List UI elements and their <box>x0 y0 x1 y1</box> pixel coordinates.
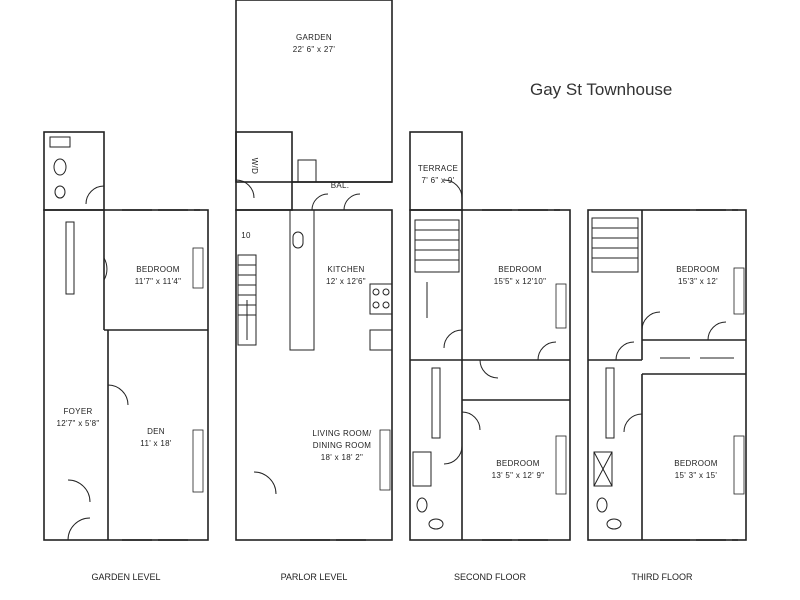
sink-icon <box>54 185 66 199</box>
stairs-icon <box>414 219 460 273</box>
kitchen-dims: 12' x 12'6" <box>326 277 366 286</box>
bathtub-icon <box>412 451 432 487</box>
fireplace-icon <box>555 283 567 329</box>
third-bedroom-front-name: BEDROOM <box>674 459 717 468</box>
closet-rod-icon <box>605 367 615 439</box>
terrace-name: TERRACE <box>418 164 458 173</box>
parlor-level-label: PARLOR LEVEL <box>281 572 348 582</box>
fireplace-icon <box>379 429 391 491</box>
sink-icon <box>292 231 304 249</box>
garden-bedroom-dims: 11'7" x 11'4" <box>135 277 182 286</box>
door-swing-icon <box>85 185 105 205</box>
door-swing-icon <box>103 257 108 281</box>
skylight-icon <box>49 136 71 148</box>
second-floor-label: SECOND FLOOR <box>454 572 527 582</box>
door-swing-icon <box>623 413 643 433</box>
bal-label: BAL. <box>331 181 350 190</box>
second-bedroom-front-dims: 13' 5" x 12' 9" <box>492 471 545 480</box>
living-dining-name: LIVING ROOM/ <box>312 429 372 438</box>
foyer-dims: 12'7" x 5'8" <box>56 419 99 428</box>
foyer-name: FOYER <box>63 407 92 416</box>
second-bedroom-front-name: BEDROOM <box>496 459 539 468</box>
kitchen-counter <box>289 209 315 351</box>
closet-rod-icon <box>431 367 441 439</box>
door-swing-icon <box>443 179 463 199</box>
door-swing-icon <box>253 471 277 495</box>
parlor-level-plan: GARDEN 22' 6" x 27' W/D BAL. 10 KITCHEN … <box>235 0 393 582</box>
door-swing-icon <box>707 321 727 341</box>
stairs-icon <box>591 217 639 273</box>
closet-rod-icon <box>65 221 75 295</box>
door-swing-icon <box>479 359 499 379</box>
door-swing-icon <box>461 411 481 431</box>
terrace-dims: 7' 6" x 9' <box>422 176 455 185</box>
fireplace-icon <box>192 247 204 289</box>
door-swing-icon <box>107 384 129 406</box>
third-floor-plan: BEDROOM 15'3" x 12' BEDROOM 15' 3" x 15'… <box>587 209 747 582</box>
second-bedroom-rear-name: BEDROOM <box>498 265 541 274</box>
sink-icon <box>606 518 622 530</box>
third-bedroom-rear-name: BEDROOM <box>676 265 719 274</box>
den-dims: 11' x 18' <box>140 439 172 448</box>
stove-icon <box>369 283 393 315</box>
third-bedroom-rear-dims: 15'3" x 12' <box>678 277 718 286</box>
door-swing-icon <box>67 479 91 503</box>
door-swing-icon <box>537 341 557 361</box>
door-swing-icon <box>343 193 361 211</box>
fireplace-icon <box>733 267 745 315</box>
third-bedroom-front-dims: 15' 3" x 15' <box>675 471 718 480</box>
second-bedroom-rear-dims: 15'5" x 12'10" <box>494 277 547 286</box>
shower-icon <box>593 451 613 487</box>
door-swing-icon <box>443 445 463 465</box>
toilet-icon <box>416 497 428 513</box>
door-swing-icon <box>615 341 635 361</box>
fireplace-icon <box>192 429 204 493</box>
sink-icon <box>428 518 444 530</box>
closet-10-label: 10 <box>241 231 251 240</box>
fireplace-icon <box>733 435 745 495</box>
third-floor-label: THIRD FLOOR <box>631 572 693 582</box>
door-swing-icon <box>67 517 91 541</box>
stairs-icon <box>297 159 317 183</box>
kitchen-name: KITCHEN <box>327 265 364 274</box>
garden-yard <box>235 0 393 183</box>
living-dining-name2: DINING ROOM <box>313 441 371 450</box>
garden-dims: 22' 6" x 27' <box>293 45 336 54</box>
garden-level-label: GARDEN LEVEL <box>91 572 160 582</box>
wd-label: W/D <box>250 158 259 174</box>
den-name: DEN <box>147 427 165 436</box>
garden-level-plan: BEDROOM 11'7" x 11'4" FOYER 12'7" x 5'8"… <box>43 131 209 582</box>
stairs-icon <box>237 254 257 346</box>
door-swing-icon <box>641 311 661 331</box>
garden-name: GARDEN <box>296 33 332 42</box>
toilet-icon <box>53 158 67 176</box>
door-swing-icon <box>311 193 329 211</box>
toilet-icon <box>596 497 608 513</box>
door-swing-icon <box>235 179 255 199</box>
living-dining-dims: 18' x 18' 2" <box>321 453 363 462</box>
fireplace-icon <box>555 435 567 495</box>
second-floor-plan: TERRACE 7' 6" x 9' BEDROOM 15'5" x 12'10… <box>409 131 571 582</box>
garden-bedroom-name: BEDROOM <box>136 265 179 274</box>
door-swing-icon <box>443 329 463 349</box>
plan-title: Gay St Townhouse <box>530 80 672 99</box>
